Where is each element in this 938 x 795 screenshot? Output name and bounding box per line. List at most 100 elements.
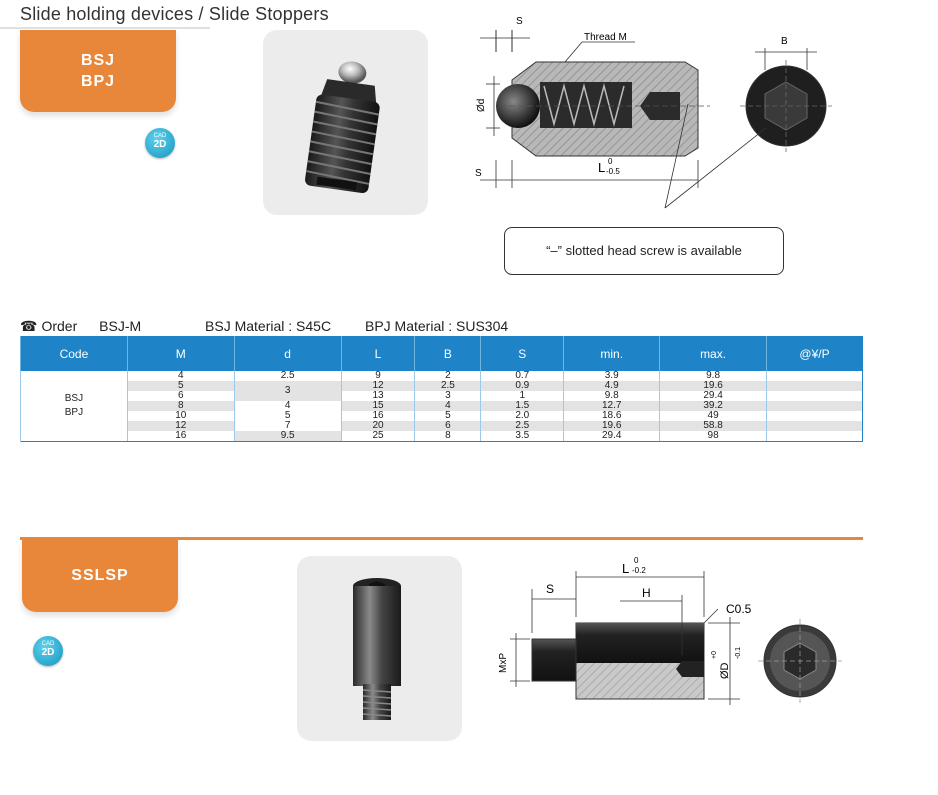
table-row: 5 3 12 2.5 0.9 4.9 19.6 xyxy=(21,381,863,401)
cell-min: 12.7 xyxy=(563,401,660,411)
cell-b: 2 xyxy=(414,371,481,381)
dim-mxp: MxP xyxy=(498,653,509,673)
cell-min: 29.4 xyxy=(563,431,660,442)
cell-s: 0.7 xyxy=(480,371,564,381)
cell-s: 2.5 xyxy=(480,421,564,431)
phone-icon: ☎ xyxy=(20,318,38,334)
cell-m: 16 xyxy=(126,431,235,442)
dim-thread-m: Thread M xyxy=(584,32,627,43)
bsj-material: BSJ Material : S45C xyxy=(205,318,332,334)
product-photo-slide-stopper xyxy=(297,556,462,741)
dim-s-bottom: S xyxy=(475,168,482,179)
dim-d: Ød xyxy=(476,99,487,112)
dim-l2-tol-lower: -0.2 xyxy=(632,566,646,575)
product-tab-bsj-bpj: BSJ BPJ xyxy=(20,30,176,112)
cell-b: 4 xyxy=(414,401,481,411)
order-code: BSJ-M xyxy=(99,318,142,334)
cell-price xyxy=(766,381,863,391)
cell-l: 13 xyxy=(340,391,415,401)
cell-price xyxy=(766,391,863,401)
cell-s: 3.5 xyxy=(480,431,564,442)
cell-s: 2.0 xyxy=(480,411,564,421)
cad-2d-badge[interactable]: CAD 2D xyxy=(145,128,175,158)
dim-l2: L xyxy=(622,561,629,576)
cell-m: 4 xyxy=(126,371,235,381)
table-row: 8 4 15 4 1.5 12.7 39.2 xyxy=(21,401,863,411)
cell-min: 18.6 xyxy=(563,411,660,421)
cell-price xyxy=(766,411,863,421)
order-line: ☎Order BSJ-M BSJ Material : S45C BPJ Mat… xyxy=(20,318,512,335)
ball-plunger-image xyxy=(305,61,380,194)
cell-max: 9.8 xyxy=(659,371,767,381)
cell-d: 4 xyxy=(233,401,342,411)
spec-table: Code M d L B S min. max. @¥/P BSJ BPJ 4 … xyxy=(20,336,863,442)
dim-d2-tol-lower: -0.1 xyxy=(735,647,742,659)
table-row: 12 7 20 6 2.5 19.6 58.8 xyxy=(21,421,863,431)
table-row: 10 5 16 5 2.0 18.6 49 xyxy=(21,411,863,421)
table-row: BSJ BPJ 4 2.5 9 2 0.7 3.9 9.8 xyxy=(20,371,863,442)
cell-min: 4.9 xyxy=(563,381,660,391)
cell-l: 20 xyxy=(340,421,415,431)
cell-min: 3.9 xyxy=(563,371,660,381)
cell-b: 2.5 xyxy=(414,381,481,391)
cell-max: 19.6 xyxy=(659,381,767,391)
cell-s: 1.5 xyxy=(480,401,564,411)
tab-line-2: BPJ xyxy=(80,73,116,90)
code-bpj: BPJ xyxy=(64,407,84,418)
dim-l-tol-upper: 0 xyxy=(608,157,613,166)
cell-l: 15 xyxy=(340,401,415,411)
cell-b: 5 xyxy=(414,411,481,421)
cell-d: 9.5 xyxy=(233,431,342,442)
cell-d: 5 xyxy=(233,411,342,421)
header-min: min. xyxy=(563,336,660,371)
cell-l: 25 xyxy=(340,431,415,442)
page-title: Slide holding devices / Slide Stoppers xyxy=(20,4,329,24)
dim-b: B xyxy=(781,36,788,47)
cell-price xyxy=(766,431,863,442)
cad-label: CAD xyxy=(153,133,167,139)
cad-2d-label: 2D xyxy=(153,139,167,150)
cell-max: 39.2 xyxy=(659,401,767,411)
dim-l: L xyxy=(598,160,605,175)
cell-l: 9 xyxy=(340,371,415,381)
code-bsj: BSJ xyxy=(64,393,84,404)
header-price: @¥/P xyxy=(766,336,863,371)
slide-stopper-image xyxy=(353,578,401,720)
cell-d: 2.5 xyxy=(233,371,342,381)
header-code: Code xyxy=(20,336,128,371)
dim-s2: S xyxy=(546,582,554,596)
cell-m: 10 xyxy=(126,411,235,421)
cell-l: 12 xyxy=(340,381,415,391)
header-m: M xyxy=(126,336,235,371)
order-label: Order xyxy=(41,318,78,334)
slotted-screw-callout: “–” slotted head screw is available xyxy=(504,227,784,275)
bpj-material: BPJ Material : SUS304 xyxy=(364,318,509,334)
dim-l-tol-lower: -0.5 xyxy=(606,167,620,176)
cell-min: 19.6 xyxy=(563,421,660,431)
dim-s-top: S xyxy=(516,16,523,27)
header-l: L xyxy=(340,336,415,371)
table-header-row: Code M d L B S min. max. @¥/P xyxy=(20,336,863,371)
header-b: B xyxy=(414,336,481,371)
cell-b: 6 xyxy=(414,421,481,431)
title-divider xyxy=(0,27,210,29)
cell-m: 5 xyxy=(126,381,235,391)
cell-m: 6 xyxy=(126,391,235,401)
cell-max: 29.4 xyxy=(659,391,767,401)
header-s: S xyxy=(480,336,564,371)
bsj-technical-drawing: S Thread M Ød S L 0 -0.5 B xyxy=(475,16,832,209)
cell-price xyxy=(766,421,863,431)
cell-l: 16 xyxy=(340,411,415,421)
cad-2d-badge[interactable]: CAD 2D xyxy=(33,636,63,666)
table-row: 16 9.5 25 8 3.5 29.4 98 xyxy=(21,431,863,442)
cell-s: 0.9 xyxy=(480,381,564,391)
tab-line-1: BSJ xyxy=(80,52,116,69)
dim-l2-tol-upper: 0 xyxy=(634,556,639,565)
cell-d: 7 xyxy=(233,421,342,431)
dim-d2: ØD xyxy=(719,662,731,679)
dim-c05: C0.5 xyxy=(726,602,752,616)
cell-d: 3 xyxy=(233,381,342,401)
cell-max: 58.8 xyxy=(659,421,767,431)
cell-min: 9.8 xyxy=(563,391,660,401)
code-cell: BSJ BPJ xyxy=(20,371,128,442)
